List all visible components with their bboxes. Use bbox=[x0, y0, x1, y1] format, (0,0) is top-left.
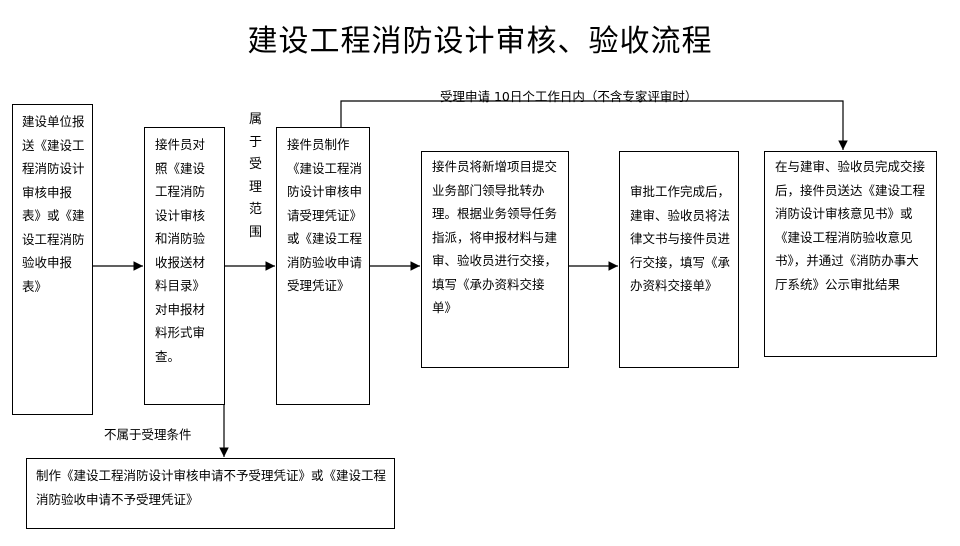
voucher-text: 接件员制作《建设工程消防设计审核申请受理凭证》或《建设工程消防验收申请受理凭证》 bbox=[287, 137, 363, 293]
deliver-text: 在与建审、验收员完成交接后，接件员送达《建设工程消防设计审核意见书》或《建设工程… bbox=[775, 159, 926, 292]
page-title: 建设工程消防设计审核、验收流程 bbox=[247, 24, 713, 59]
approval-text: 审批工作完成后，建审、验收员将法律文书与接件员进行交接，填写《承办资料交接单》 bbox=[630, 184, 731, 293]
reject-text: 制作《建设工程消防设计审核申请不予受理凭证》或《建设工程消防验收申请不予受理凭证… bbox=[36, 468, 387, 507]
check-text: 接件员对照《建设工程消防设计审核和消防验收报送材料目录》对申报材料形式审查。 bbox=[155, 137, 206, 364]
voucher-box bbox=[276, 127, 370, 405]
arrow-deadline-to-deliver bbox=[340, 100, 848, 150]
not-accepted-label: 不属于受理条件 bbox=[104, 427, 192, 442]
deliver-box bbox=[764, 151, 937, 357]
new-project-text: 接件员将新增项目提交业务部门领导批转办理。根据业务领导任务指派，将申报材料与建审… bbox=[432, 159, 558, 315]
reject-box bbox=[26, 458, 395, 529]
in-scope-label: 属于受理范围 bbox=[249, 112, 263, 240]
deadline-label: 受理申请 10日个工作日内（不含专家评审时） bbox=[440, 89, 698, 104]
applicant-text: 建设单位报送《建设工程消防设计审核申报表》或《建设工程消防验收申报表》 bbox=[22, 114, 85, 294]
new-project-box bbox=[421, 151, 569, 368]
check-box bbox=[144, 127, 225, 405]
applicant-box bbox=[12, 104, 93, 415]
approval-box bbox=[619, 151, 739, 368]
